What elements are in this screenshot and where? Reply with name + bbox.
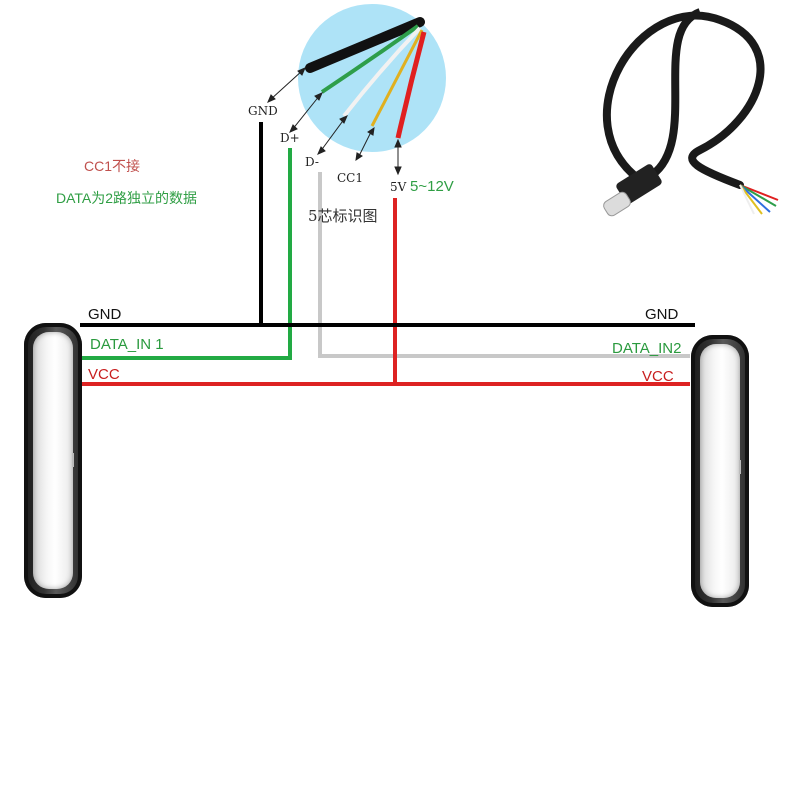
- data-note: DATA为2路独立的数据: [56, 190, 198, 206]
- dminus-pointer: [319, 117, 346, 153]
- white-wire: [342, 26, 422, 118]
- red-wire: [395, 31, 427, 139]
- diagram-title: 5芯标识图: [308, 207, 378, 225]
- left-vcc-label: VCC: [88, 366, 120, 383]
- dplus-wire-label: D+: [280, 131, 300, 145]
- data1-wire: [80, 148, 292, 360]
- cable-jacket: [305, 17, 425, 73]
- cc1-note: CC1不接: [84, 158, 141, 174]
- cc1-pointer: [357, 129, 373, 159]
- data-in1-label: DATA_IN 1: [90, 336, 164, 353]
- voltage-label: 5~12V: [410, 178, 454, 195]
- cc1-wire-label: CC1: [337, 171, 363, 185]
- right-gnd-label: GND: [645, 306, 679, 323]
- gnd-pointer: [269, 69, 304, 101]
- gnd-wire-label: GND: [248, 104, 278, 118]
- yellow-wire: [370, 29, 424, 127]
- left-led-bar: [24, 323, 82, 598]
- usb-c-cable-image: [603, 8, 779, 217]
- 5v-wire-label: 5V: [390, 180, 407, 194]
- data2-wire: [318, 172, 690, 358]
- dminus-wire-label: D-: [305, 155, 319, 169]
- dplus-pointer: [291, 94, 321, 131]
- data-in2-label: DATA_IN2: [612, 340, 682, 357]
- right-vcc-label: VCC: [642, 368, 674, 385]
- green-wire: [320, 24, 420, 94]
- right-led-bar: [691, 335, 749, 607]
- left-gnd-label: GND: [88, 306, 122, 323]
